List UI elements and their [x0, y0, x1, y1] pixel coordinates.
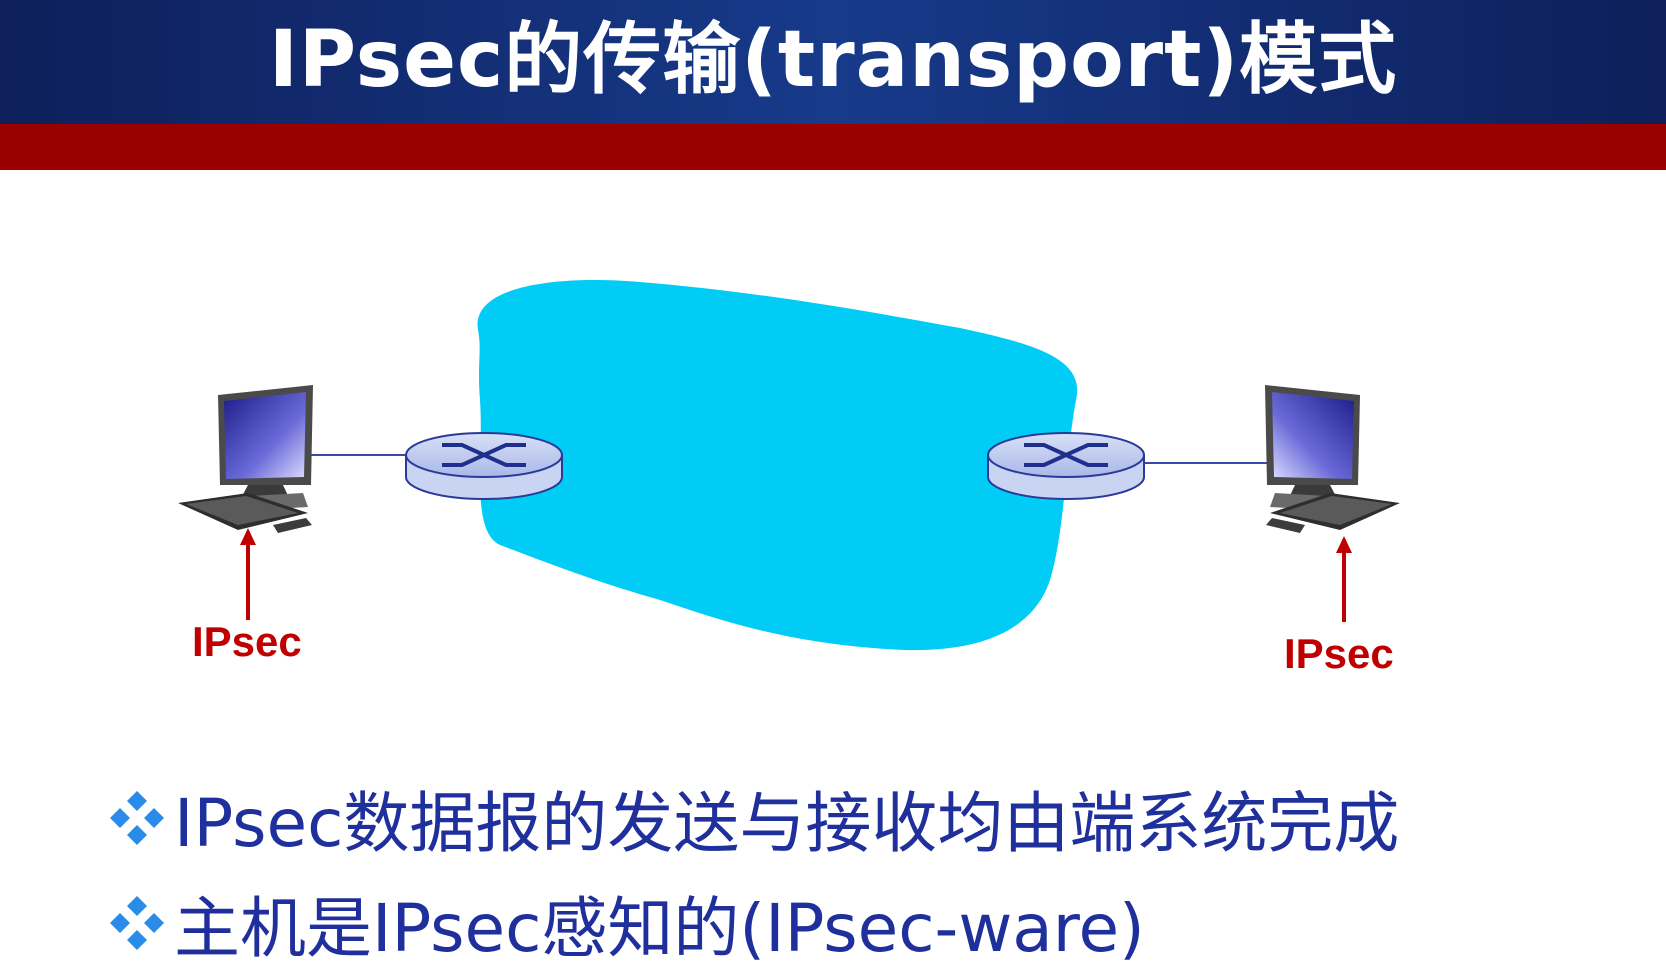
bullet-text: IPsec数据报的发送与接收均由端系统完成 — [174, 784, 1400, 862]
title-bar — [0, 0, 1666, 124]
ipsec-label-right: IPsec — [1284, 630, 1394, 677]
diamond-bullet-icon — [110, 895, 164, 950]
arrow-left — [240, 528, 256, 620]
network-diagram — [178, 279, 1400, 651]
computer-icon — [178, 385, 313, 533]
bullet-list: IPsec数据报的发送与接收均由端系统完成 主机是IPsec感知的(IPsec-… — [108, 765, 1399, 972]
network-cloud — [477, 279, 1078, 651]
accent-bar — [0, 124, 1666, 170]
router-icon — [987, 432, 1145, 500]
slide-title: IPsec的传输(transport)模式 — [268, 15, 1398, 105]
bullet-item: IPsec数据报的发送与接收均由端系统完成 — [108, 765, 1399, 870]
diamond-bullet-icon — [110, 790, 164, 845]
arrow-right — [1336, 536, 1352, 622]
computer-icon — [1265, 385, 1400, 533]
bullet-text: 主机是IPsec感知的(IPsec-ware) — [174, 889, 1145, 967]
bullet-item: 主机是IPsec感知的(IPsec-ware) — [108, 870, 1399, 972]
ipsec-label-left: IPsec — [192, 618, 302, 665]
router-icon — [405, 432, 563, 500]
